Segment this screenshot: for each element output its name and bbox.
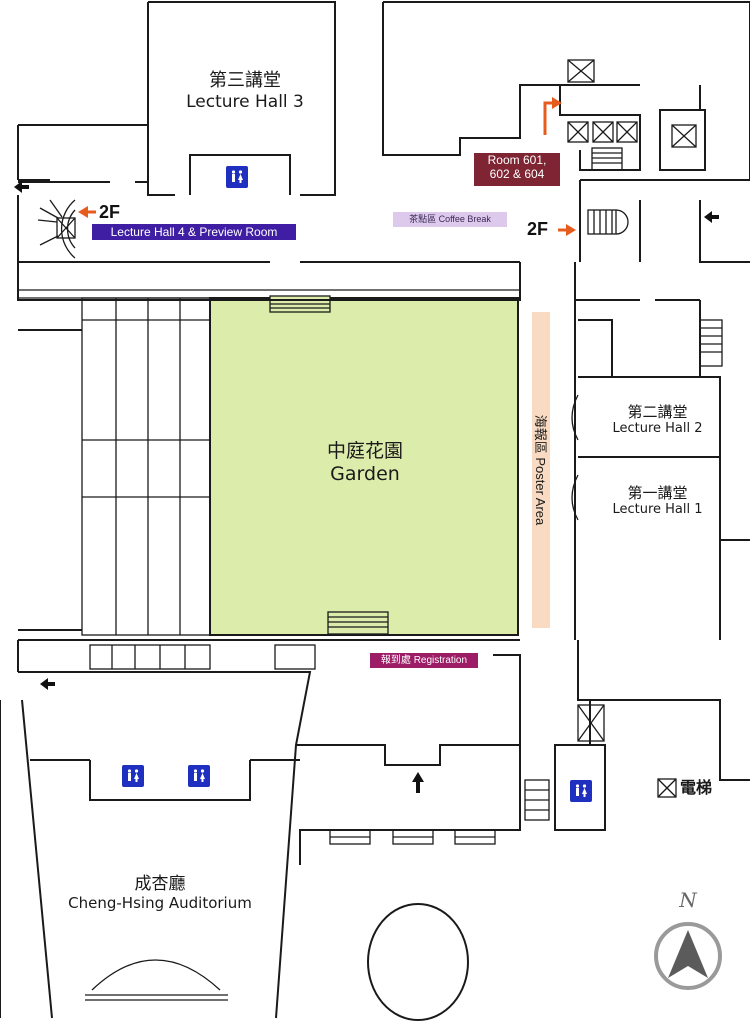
auditorium-stage [85,959,228,1001]
exit-arrows [14,181,719,793]
stair-top-right [587,147,629,235]
south-lobby-walls [296,744,521,865]
restroom-icon [188,765,210,787]
garden-area [209,297,519,636]
elevator-bottom [577,704,605,742]
lecture-hall-3-en: Lecture Hall 3 [186,91,304,112]
left-spiral-stair [37,199,76,259]
lecture-hall-1-zh: 第一講堂 [627,484,688,502]
elevator-legend-icon [657,778,677,798]
east-stair [699,319,723,367]
restroom-icon [122,765,144,787]
floor-label-left: 2F [99,202,121,222]
lecture-hall-4-tag: Lecture Hall 4 & Preview Room [92,224,296,240]
compass-label: N [679,888,697,912]
registration-tag: 報到處 Registration [370,653,478,668]
south-stair-row [89,644,316,670]
garden-zh: 中庭花園 [326,440,403,462]
coffee-break-tag: 茶點區 Coffee Break [393,212,507,227]
restroom-icon [226,166,248,188]
room-601-tag: Room 601, 602 & 604 [474,153,560,186]
lecture-hall-2-en: Lecture Hall 2 [612,421,703,436]
lecture-hall-3-label: 第三講堂 Lecture Hall 3 [160,70,330,112]
north-east-building [382,1,750,180]
oval-pond [367,903,469,1021]
lecture-hall-1-en: Lecture Hall 1 [612,502,703,517]
west-corridor-walls [17,124,520,263]
lecture-hall-3-walls [147,1,336,196]
orange-arrows [78,97,576,236]
lecture-hall-1-label: 第一講堂 Lecture Hall 1 [600,484,715,518]
garden-label: 中庭花園 Garden [300,440,430,486]
south-lobby-stairs [329,779,550,845]
poster-area-bar [532,312,550,628]
south-corridor-walls [17,639,520,1019]
elevator-legend-label: 電梯 [680,778,713,797]
auditorium-zh: 成杏廳 [134,874,186,894]
lecture-hall-3-zh: 第三講堂 [209,70,281,91]
garden-steps-bottom [327,611,389,635]
floor-label-right: 2F [527,219,549,239]
restroom-icon [570,780,592,802]
elevator-top [567,59,697,148]
west-wing-grid [81,297,211,636]
lecture-hall-2-label: 第二講堂 Lecture Hall 2 [600,403,715,437]
auditorium-en: Cheng-Hsing Auditorium [68,894,252,913]
compass-icon [654,922,722,990]
garden-steps-top [269,295,331,313]
east-building-walls [574,300,721,640]
poster-area-tag: 海報區 Poster Area [533,414,548,526]
auditorium-label: 成杏廳 Cheng-Hsing Auditorium [50,874,270,912]
lecture-hall-2-zh: 第二講堂 [627,403,688,421]
garden-en: Garden [330,462,400,485]
